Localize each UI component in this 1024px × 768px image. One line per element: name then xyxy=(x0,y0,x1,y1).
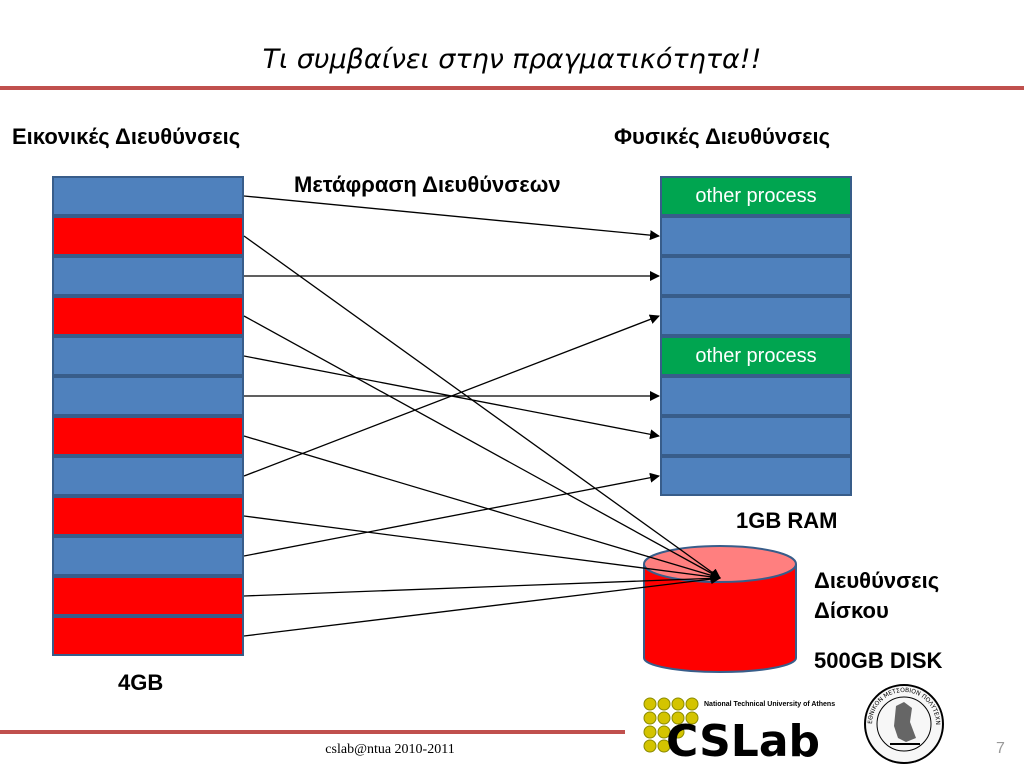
disk-address-label-line1: Διευθύνσεις xyxy=(814,568,940,593)
arrow-to-disk xyxy=(243,315,721,579)
physical-frame xyxy=(660,256,852,296)
page-number: 7 xyxy=(996,740,1005,757)
physical-frame xyxy=(660,416,852,456)
virtual-page-in-ram xyxy=(52,256,244,296)
disk-address-label-line2: Δίσκου xyxy=(814,598,889,623)
cslab-dots xyxy=(643,697,699,753)
virtual-page-on-disk xyxy=(52,416,244,456)
physical-frame xyxy=(660,296,852,336)
virtual-page-on-disk xyxy=(52,616,244,656)
virtual-page-in-ram xyxy=(52,536,244,576)
disk-size-label: 500GB DISK xyxy=(814,648,943,673)
cslab-logo: National Technical University of Athens … xyxy=(643,697,835,764)
virtual-page-on-disk xyxy=(52,576,244,616)
cslab-wordmark: CSLab xyxy=(666,716,820,764)
arrow-to-frame xyxy=(243,472,660,557)
physical-frame xyxy=(660,456,852,496)
frame-other-process: other process xyxy=(660,336,852,376)
disk-body xyxy=(643,564,797,673)
virtual-page-on-disk xyxy=(52,496,244,536)
virtual-page-in-ram xyxy=(52,456,244,496)
virtual-addresses-header: Εικονικές Διευθύνσεις xyxy=(12,124,241,149)
arrow-to-disk xyxy=(243,573,721,597)
virtual-page-in-ram xyxy=(52,176,244,216)
virtual-page-on-disk xyxy=(52,216,244,256)
physical-addresses-header: Φυσικές Διευθύνσεις xyxy=(614,124,831,149)
virtual-page-in-ram xyxy=(52,376,244,416)
arrow-to-frame xyxy=(243,314,660,477)
disk-address-label: Διευθύνσεις Δίσκου xyxy=(814,566,939,626)
slide-title: Τι συμβαίνει στην πραγματικότητα!! xyxy=(262,44,762,75)
arrow-to-disk xyxy=(243,235,721,579)
footer-text: cslab@ntua 2010-2011 xyxy=(325,742,455,757)
translation-label: Μετάφραση Διευθύνσεων xyxy=(294,172,561,197)
arrow-to-disk xyxy=(243,435,721,581)
frame-other-process: other process xyxy=(660,176,852,216)
virtual-size-label: 4GB xyxy=(118,670,164,695)
title-rule xyxy=(0,86,1024,90)
virtual-page-in-ram xyxy=(52,336,244,376)
arrow-to-disk xyxy=(243,574,721,637)
arrow-to-frame xyxy=(243,195,660,241)
arrow-to-disk xyxy=(243,515,721,582)
ntua-seal-icon: ΕΘΝΙΚΟΝ ΜΕΤΣΟΒΙΟΝ ΠΟΛΥΤΕΧΝΕΙΟΝ xyxy=(862,682,944,764)
virtual-page-on-disk xyxy=(52,296,244,336)
ram-label: 1GB RAM xyxy=(736,508,838,533)
physical-frame xyxy=(660,376,852,416)
cslab-tagline: National Technical University of Athens xyxy=(704,701,835,708)
physical-frame xyxy=(660,216,852,256)
footer-rule xyxy=(0,730,625,734)
